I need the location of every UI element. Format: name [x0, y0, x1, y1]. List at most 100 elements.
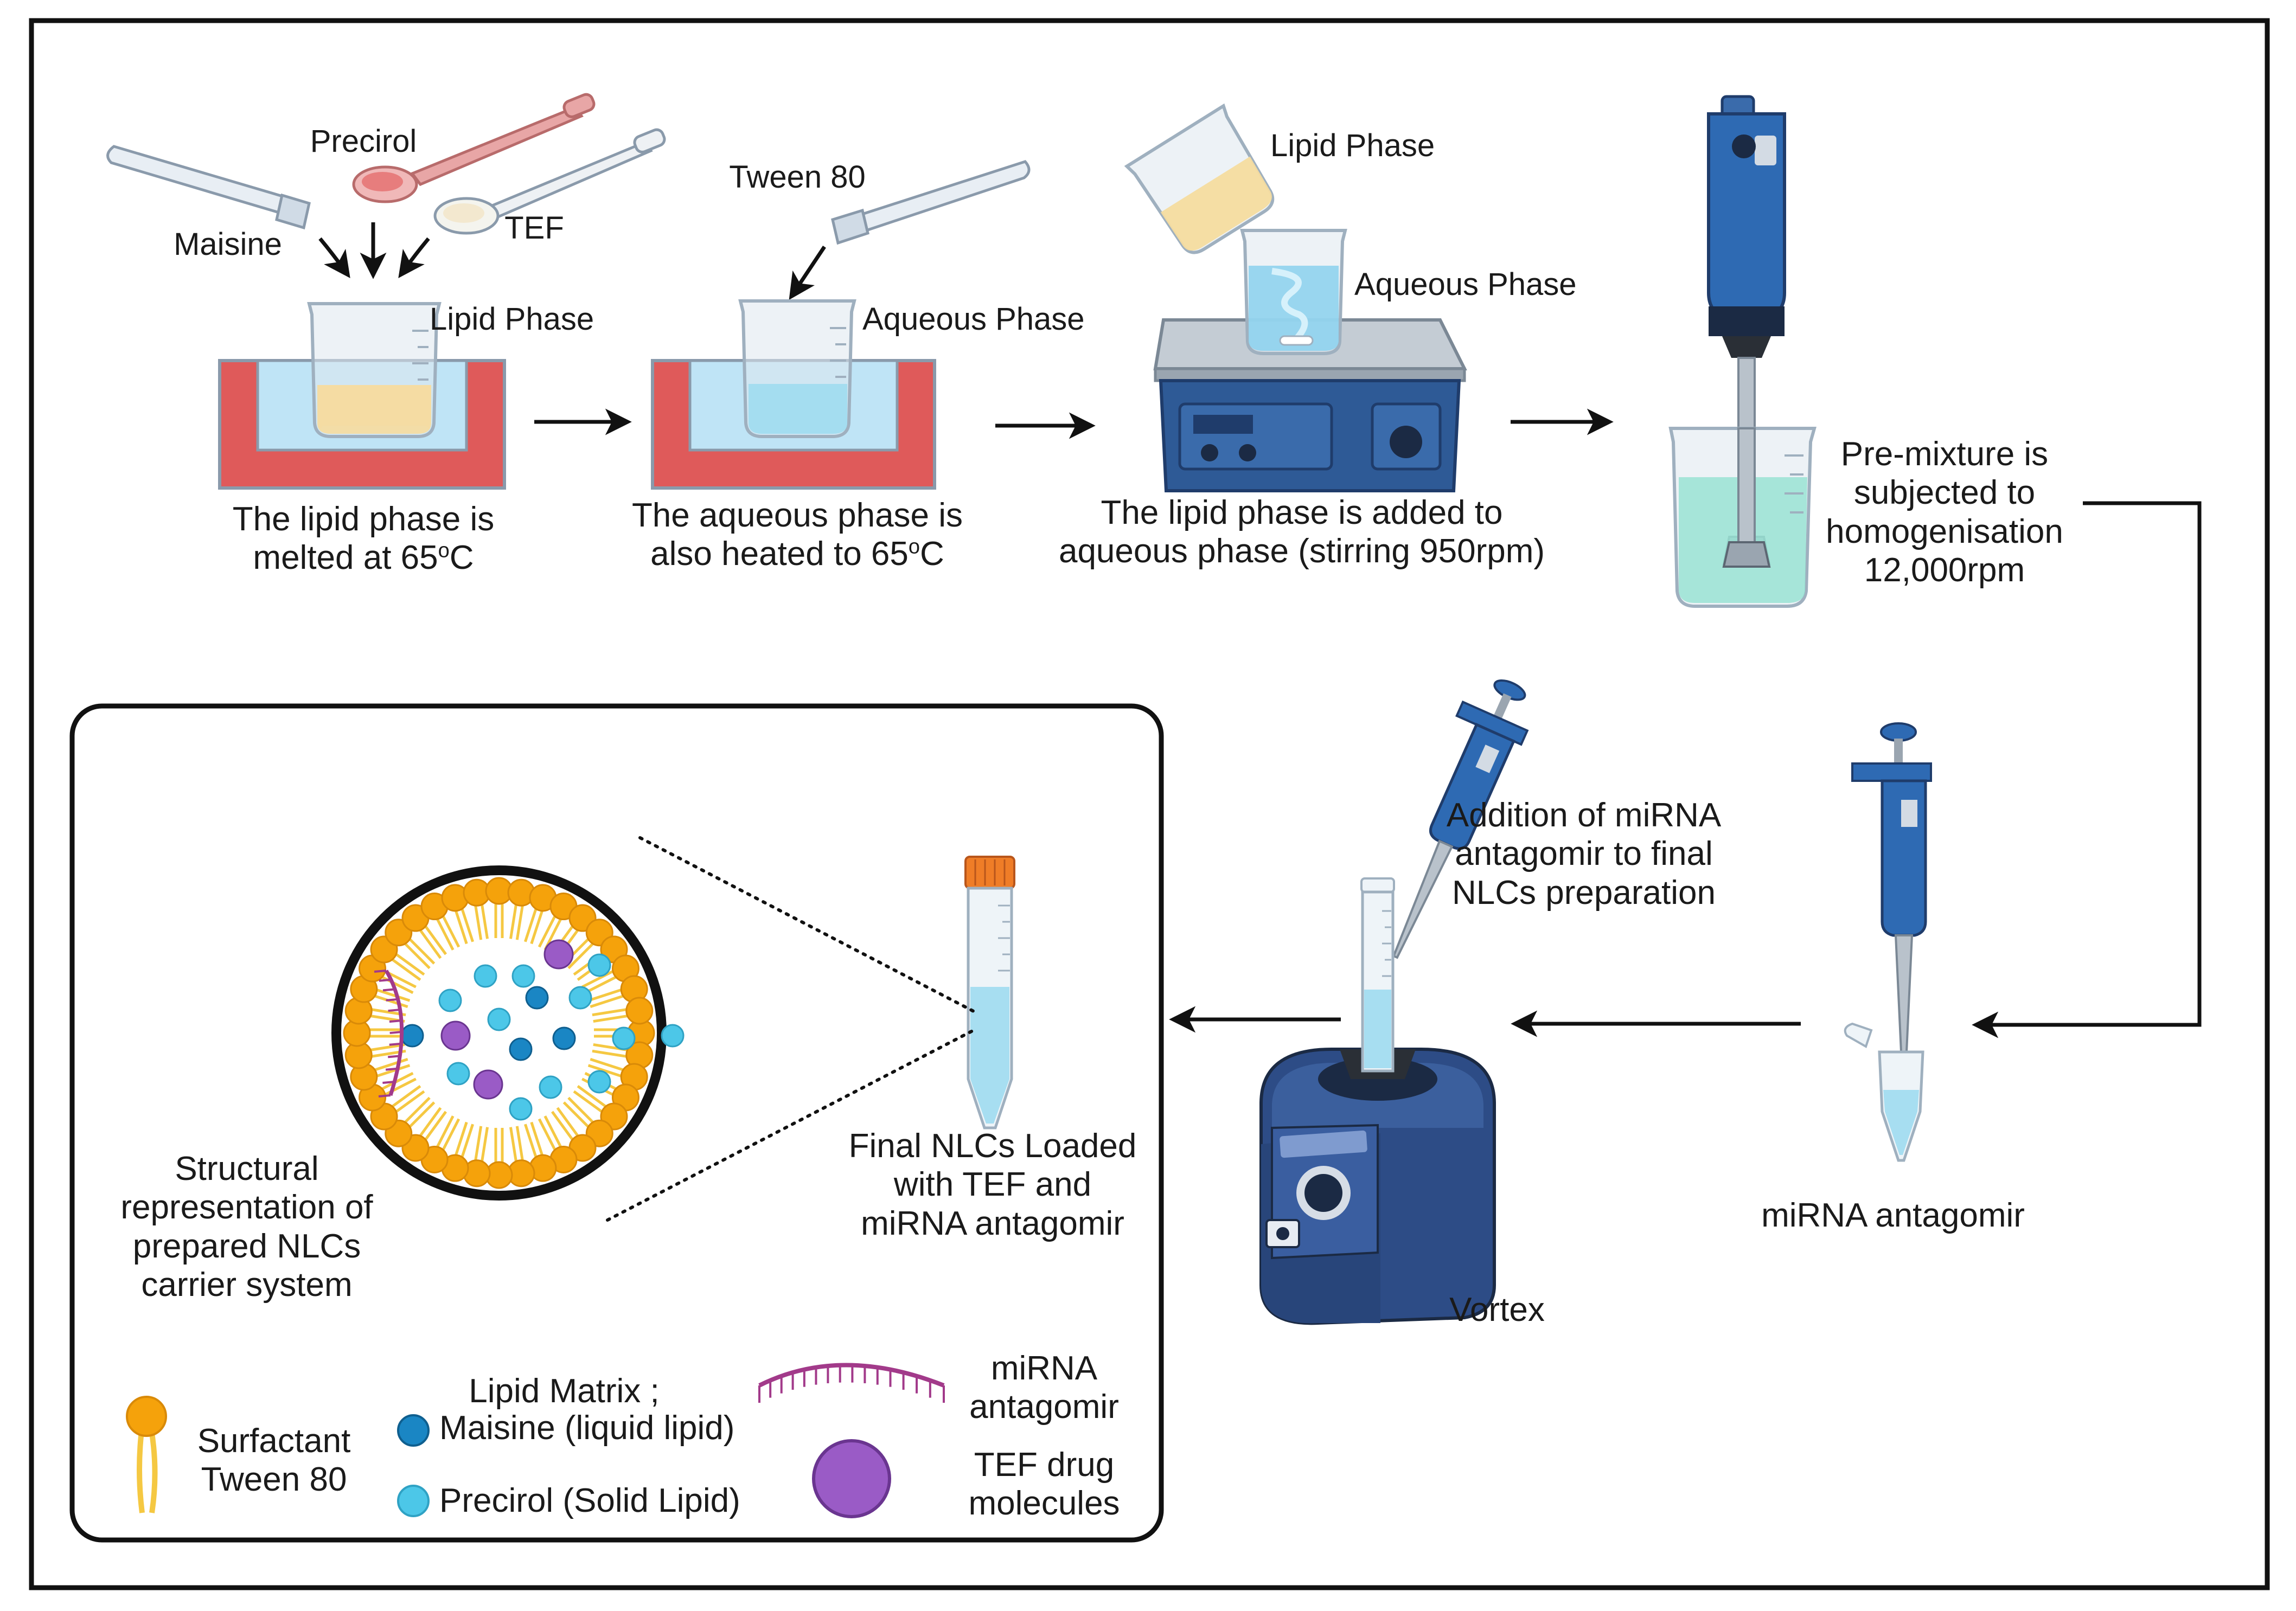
precirol-dot — [438, 989, 462, 1012]
surfactant-tail — [523, 1121, 545, 1161]
pouring-lipid-beaker-icon — [1124, 103, 1275, 254]
caption-step2-degree: o — [908, 535, 920, 559]
caption-structure-line4: carrier system — [141, 1266, 353, 1304]
surfactant-tail — [366, 1028, 404, 1038]
tef-drug-dot — [473, 1069, 503, 1100]
legend-tef-drug-icon — [812, 1439, 891, 1518]
caption-step2-line1: The aqueous phase is — [631, 497, 963, 534]
zoom-line-top — [638, 836, 975, 1013]
hot-plate-stirrer-icon — [1153, 318, 1467, 492]
caption-step4-line2: subjected to — [1853, 474, 2036, 512]
surfactant-tail — [453, 905, 475, 945]
lipid-core — [400, 939, 685, 1121]
caption-final-line1: Final NLCs Loaded — [848, 1127, 1137, 1165]
step4-illustration — [1668, 95, 1817, 608]
precirol-dot — [568, 986, 592, 1010]
step2-illustration — [651, 160, 1031, 490]
mirna-base-tick — [388, 1009, 400, 1012]
surfactant-tail — [474, 1126, 489, 1165]
surfactant-tail — [581, 968, 620, 994]
caption-step2: The aqueous phase is also heated to 65oC — [607, 496, 987, 574]
caption-addition: Addition of miRNA antagomir to final NLC… — [1421, 796, 1747, 912]
label-maisine: Maisine — [174, 227, 282, 262]
caption-final-line2: with TEF and — [893, 1166, 1092, 1204]
tef-spoon-icon — [433, 128, 666, 235]
legend-mirna-line1: miRNA — [990, 1350, 1098, 1387]
caption-step3-line1: The lipid phase is added to — [1101, 494, 1503, 531]
mirna-base-tick — [374, 970, 387, 973]
legend-maisine-dot-icon — [397, 1414, 430, 1447]
caption-structure: Structural representation of prepared NL… — [98, 1150, 396, 1304]
label-aqueous-phase-2: Aqueous Phase — [1354, 267, 1577, 302]
caption-step1-unit: C — [449, 539, 474, 577]
microtube-icon — [1844, 1022, 1924, 1162]
surfactant-tail — [388, 951, 425, 981]
outer-frame — [29, 18, 2270, 1590]
legend-tef-label: TEF drug molecules — [955, 1446, 1134, 1523]
label-lipid-phase-1: Lipid Phase — [430, 301, 594, 337]
surfactant-tail — [417, 922, 447, 959]
surfactant-tail — [434, 1115, 461, 1154]
caption-final-line3: miRNA antagomir — [861, 1204, 1124, 1242]
surfactant-tail — [509, 1126, 525, 1165]
precirol-dot — [539, 1075, 562, 1099]
legend-surfactant-label: Surfactant Tween 80 — [184, 1422, 363, 1499]
maisine-dot — [525, 986, 549, 1010]
mirna-base-tick — [379, 978, 392, 982]
tef-drug-dot — [543, 939, 574, 970]
mirna-base-tick — [388, 1055, 400, 1058]
surfactant-tail — [573, 1084, 610, 1115]
legend-mirna-line2: antagomir — [969, 1388, 1119, 1426]
precirol-dot — [587, 1070, 611, 1094]
surfactant-tail — [494, 900, 504, 938]
caption-step2-line2: also heated to 65oC — [607, 535, 987, 573]
legend-maisine-label: Maisine (liquid lipid) — [439, 1409, 735, 1447]
mirna-base-tick — [385, 1067, 398, 1071]
precirol-dot — [612, 1026, 636, 1050]
tween-spatula-icon — [831, 160, 1031, 245]
stirred-aqueous-beaker-icon — [1240, 229, 1347, 355]
surfactant-tail — [551, 1107, 581, 1144]
mirna-base-tick — [389, 1031, 402, 1035]
mirna-base-tick — [382, 988, 395, 992]
caption-step2-unit: C — [920, 535, 944, 573]
caption-addition-line1: Addition of miRNA — [1446, 797, 1722, 834]
caption-addition-line3: NLCs preparation — [1452, 874, 1716, 912]
step3-illustration — [1124, 103, 1467, 492]
surfactant-tail — [417, 1107, 447, 1144]
surfactant-tail — [453, 1121, 475, 1161]
ingredient-arrows — [318, 222, 430, 279]
vortex-mixer-icon — [1259, 1048, 1496, 1325]
falcon-tube-icon — [964, 856, 1015, 1129]
surfactant-tail — [494, 1128, 504, 1166]
step6-illustration — [1259, 679, 1529, 1325]
aqueous-beaker-icon — [738, 299, 856, 438]
precirol-dot — [587, 953, 611, 977]
mirna-base-tick — [382, 1080, 395, 1084]
surfactant-tail — [587, 987, 627, 1009]
legend-tef-line1: TEF drug — [974, 1446, 1115, 1484]
mirna-base-tick — [378, 1094, 391, 1097]
caption-structure-line2: representation of — [120, 1189, 373, 1227]
surfactant-tail — [523, 905, 545, 945]
mirna-bases — [374, 970, 402, 1097]
surfactant-tail — [562, 1096, 597, 1131]
label-vortex: Vortex — [1449, 1291, 1545, 1328]
vortex-tube-icon — [1360, 877, 1395, 1073]
caption-step4-line3: homogenisation — [1826, 512, 2063, 550]
precirol-dot — [474, 964, 497, 988]
addition-pipette-icon — [1392, 679, 1529, 959]
caption-step1: The lipid phase is melted at 65oC — [195, 500, 532, 577]
maisine-dot — [552, 1026, 576, 1050]
pipette-icon — [1851, 722, 1932, 1053]
caption-step4-line1: Pre-mixture is — [1840, 435, 2049, 473]
surfactant-shell — [343, 877, 655, 1189]
step1-illustration — [106, 93, 666, 490]
maisine-spatula-icon — [106, 145, 311, 230]
surfactant-head — [625, 997, 654, 1025]
surfactant-tail — [401, 935, 436, 970]
surfactant-tail — [587, 1057, 627, 1079]
legend-surfactant-line1: Surfactant — [197, 1422, 351, 1460]
mirna-strand-in-particle — [384, 970, 404, 1096]
